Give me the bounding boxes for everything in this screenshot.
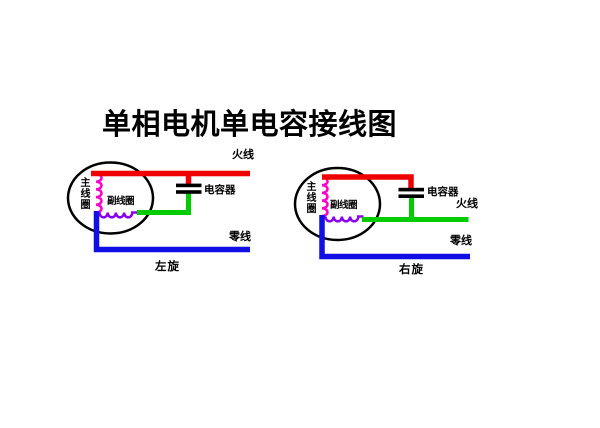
left-diagram [66, 161, 250, 253]
main-coil-label: 主线圈 [78, 177, 89, 210]
capacitor-branch-wire [362, 198, 469, 222]
capacitor-plate-bottom [398, 194, 424, 198]
capacitor-plate-top [398, 187, 424, 192]
right-diagram [293, 166, 470, 260]
motor-outline [293, 166, 382, 242]
live-wire-label: 火线 [232, 149, 254, 161]
live-wire-label: 火线 [456, 198, 478, 210]
page-title: 单相电机单电容接线图 [102, 109, 398, 141]
neutral-wire [93, 211, 250, 253]
aux-coil-label: 副线圈 [330, 200, 358, 211]
aux-coil [98, 211, 138, 219]
capacitor-plate-bottom [176, 190, 202, 194]
neutral-wire [319, 215, 470, 260]
live-wire [91, 170, 250, 184]
live-wire [322, 174, 414, 188]
main-coil [321, 176, 329, 218]
neutral-wire-label: 零线 [450, 235, 472, 247]
main-coil-label: 主线圈 [304, 181, 315, 214]
aux-coil-label: 副线圈 [107, 196, 135, 207]
aux-coil [324, 215, 364, 223]
rotation-label: 右旋 [399, 264, 424, 276]
main-coil [95, 172, 103, 214]
neutral-wire-label: 零线 [229, 231, 251, 243]
motor-outline [66, 161, 155, 235]
capacitor-branch-wire [137, 193, 191, 215]
capacitor-label: 电容器 [427, 186, 459, 198]
capacitor-label: 电容器 [204, 184, 236, 196]
capacitor-plate-top [176, 183, 202, 188]
rotation-label: 左旋 [155, 261, 180, 273]
